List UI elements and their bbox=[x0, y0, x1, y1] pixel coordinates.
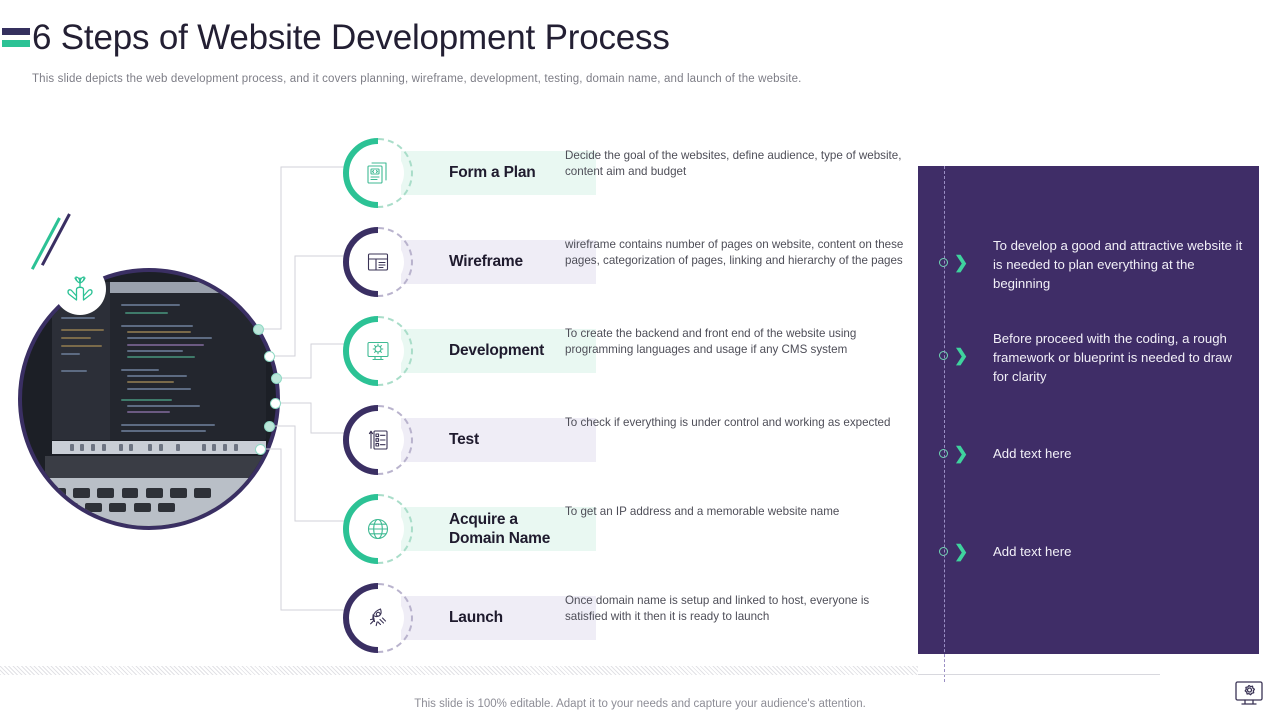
step-description: To get an IP address and a memorable web… bbox=[565, 505, 840, 518]
panel-knob-icon bbox=[939, 449, 948, 458]
step-description: To check if everything is under control … bbox=[565, 416, 891, 429]
page-title: 6 Steps of Website Development Process bbox=[32, 18, 670, 57]
step-badge bbox=[343, 316, 413, 386]
title-accent-bars bbox=[2, 28, 30, 52]
step-row[interactable]: Test To check if everything is under con… bbox=[343, 397, 903, 486]
step-row[interactable]: Wireframe wireframe contains number of p… bbox=[343, 219, 903, 308]
panel-knob-icon bbox=[939, 547, 948, 556]
laptop-hinge bbox=[44, 456, 274, 479]
panel-item-text: Add text here bbox=[993, 544, 1072, 559]
panel-item-text: Before proceed with the coding, a rough … bbox=[993, 331, 1232, 385]
page-subtitle: This slide depicts the web development p… bbox=[32, 73, 802, 85]
chevron-right-icon: ❯ bbox=[954, 346, 969, 365]
hands-plant-icon bbox=[54, 263, 106, 315]
connector-dot-4 bbox=[270, 398, 281, 409]
panel-knob-icon bbox=[939, 351, 948, 360]
step-row[interactable]: Acquire a Domain Name To get an IP addre… bbox=[343, 486, 903, 575]
footer-rule bbox=[918, 674, 1160, 675]
step-row[interactable]: Form a Plan Decide the goal of the websi… bbox=[343, 130, 903, 219]
step-description: To create the backend and front end of t… bbox=[565, 327, 857, 357]
step-row[interactable]: Development To create the backend and fr… bbox=[343, 308, 903, 397]
footer-hatch-divider bbox=[0, 666, 918, 675]
laptop-with-code-photo bbox=[22, 272, 276, 526]
step-title: Test bbox=[449, 431, 479, 449]
code-document-icon bbox=[352, 147, 404, 199]
connector-dot-3 bbox=[271, 373, 282, 384]
step-badge bbox=[343, 494, 413, 564]
accent-bar-dark bbox=[2, 28, 30, 35]
step-row[interactable]: Launch Once domain name is setup and lin… bbox=[343, 575, 903, 664]
header: 6 Steps of Website Development Process T… bbox=[0, 0, 1280, 100]
checklist-pen-icon bbox=[352, 414, 404, 466]
step-title: Acquire a Domain Name bbox=[449, 510, 551, 547]
connector-dot-1 bbox=[253, 324, 264, 335]
laptop-keyboard bbox=[34, 477, 276, 526]
laptop-photo-circle bbox=[18, 268, 280, 530]
rocket-icon bbox=[352, 592, 404, 644]
step-pill[interactable]: Development bbox=[401, 329, 596, 373]
step-title: Wireframe bbox=[449, 253, 523, 271]
right-info-panel: ❯ To develop a good and attractive websi… bbox=[918, 166, 1259, 654]
monitor-gear-icon bbox=[352, 325, 404, 377]
step-pill[interactable]: Test bbox=[401, 418, 596, 462]
step-description: wireframe contains number of pages on we… bbox=[565, 238, 904, 268]
steps-list: Form a Plan Decide the goal of the websi… bbox=[343, 130, 903, 664]
monitor-gear-icon bbox=[1232, 679, 1266, 709]
editor-titlebar bbox=[52, 282, 266, 294]
photo-ring bbox=[18, 268, 280, 530]
laptop-taskbar bbox=[52, 440, 266, 454]
accent-bar-teal bbox=[2, 40, 30, 47]
step-description: Decide the goal of the websites, define … bbox=[565, 149, 902, 179]
chevron-right-icon: ❯ bbox=[954, 542, 969, 561]
panel-item-text: Add text here bbox=[993, 446, 1072, 461]
panel-dashed-line bbox=[944, 166, 945, 682]
connector-dot-5 bbox=[264, 421, 275, 432]
step-title: Launch bbox=[449, 609, 503, 627]
chevron-right-icon: ❯ bbox=[954, 253, 969, 272]
globe-icon bbox=[352, 503, 404, 555]
step-badge bbox=[343, 583, 413, 653]
step-pill[interactable]: Acquire a Domain Name bbox=[401, 507, 596, 551]
footer-note: This slide is 100% editable. Adapt it to… bbox=[414, 698, 866, 710]
panel-item-text: To develop a good and attractive website… bbox=[993, 238, 1243, 292]
step-badge bbox=[343, 405, 413, 475]
step-pill[interactable]: Wireframe bbox=[401, 240, 596, 284]
step-badge bbox=[343, 227, 413, 297]
decor-slash-teal bbox=[30, 217, 61, 270]
panel-knob-icon bbox=[939, 258, 948, 267]
step-pill[interactable]: Form a Plan bbox=[401, 151, 596, 195]
connector-dot-6 bbox=[255, 444, 266, 455]
step-title: Development bbox=[449, 342, 545, 360]
chevron-right-icon: ❯ bbox=[954, 444, 969, 463]
step-title: Form a Plan bbox=[449, 164, 536, 182]
step-description: Once domain name is setup and linked to … bbox=[565, 594, 870, 624]
step-badge bbox=[343, 138, 413, 208]
connector-dot-2 bbox=[264, 351, 275, 362]
wireframe-layout-icon bbox=[352, 236, 404, 288]
step-pill[interactable]: Launch bbox=[401, 596, 596, 640]
